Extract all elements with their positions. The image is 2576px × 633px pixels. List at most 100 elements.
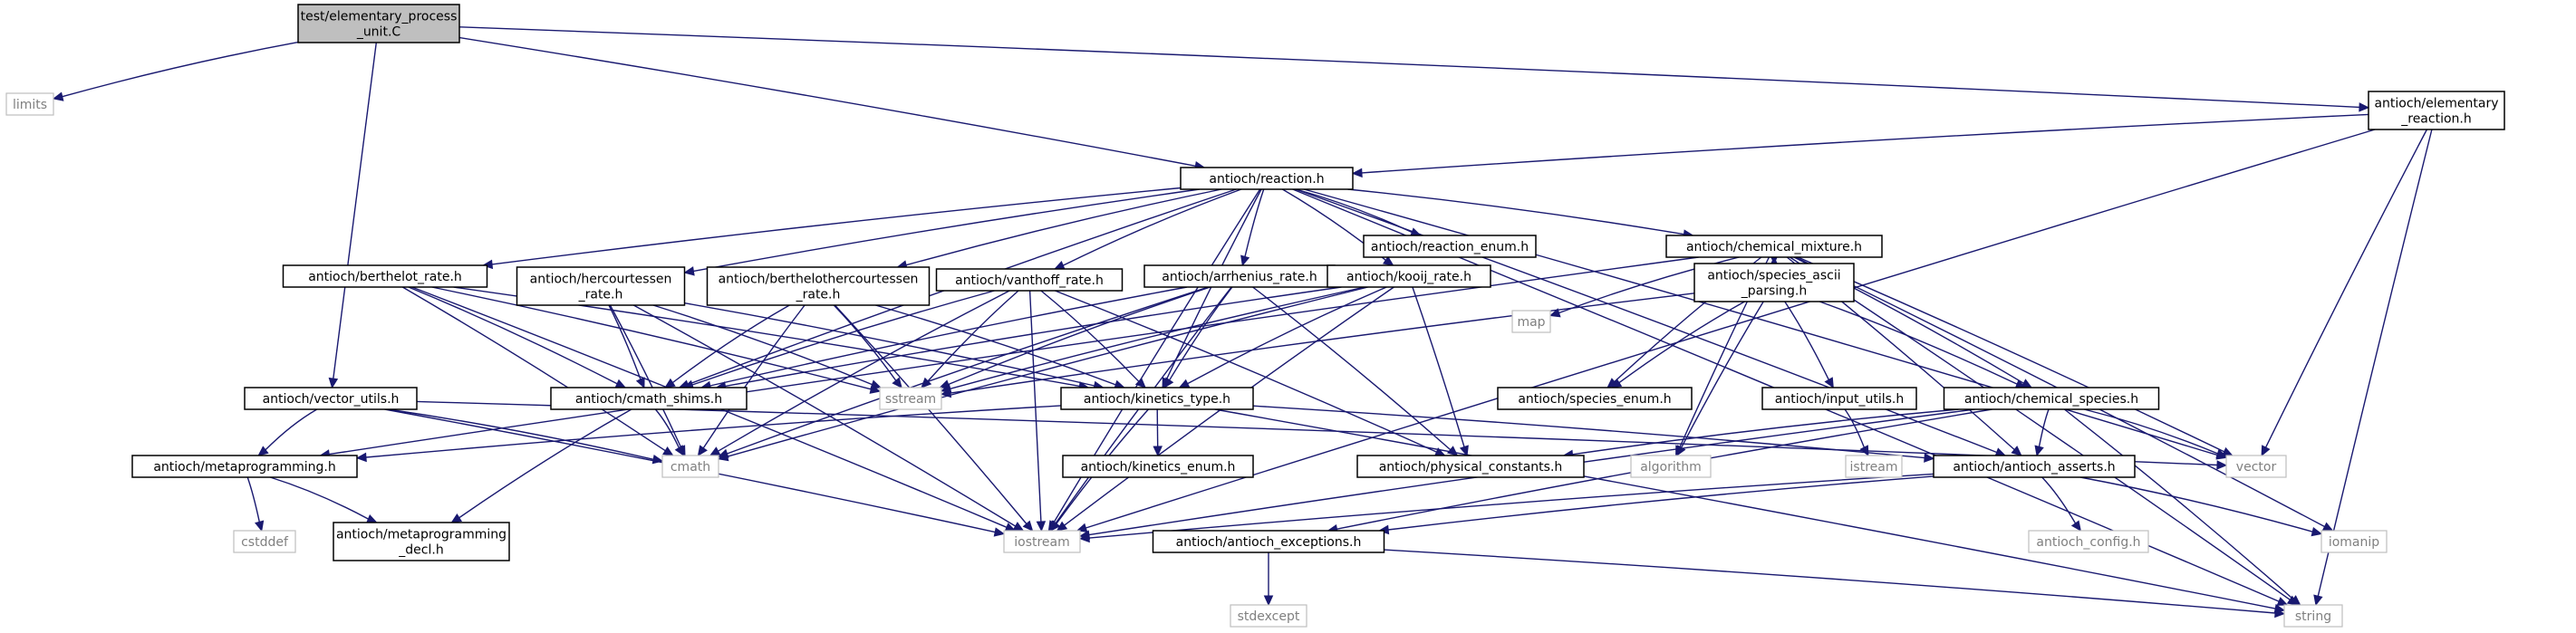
node-reaction[interactable]: antioch/reaction.h (1180, 167, 1354, 190)
edge-antioch_exceptions-to-string (1384, 549, 2276, 614)
node-species-enum[interactable]: antioch/species_enum.h (1497, 387, 1693, 410)
edge-reaction-to-berthelot_rate (492, 187, 1182, 265)
arrowhead-metaprogramming-to-cstddef (255, 520, 265, 532)
node-istream: istream (1845, 455, 1903, 478)
node-box (244, 387, 418, 410)
node-kinetics-type[interactable]: antioch/kinetics_type.h (1060, 387, 1254, 410)
edge-kooij_rate-to-cmath (727, 286, 1368, 457)
node-label: iomanip (2329, 535, 2379, 550)
arrowhead-chemical_mixture-to-iomanip (2321, 522, 2334, 532)
node-chemical-mixture[interactable]: antioch/chemical_mixture.h (1665, 235, 1883, 258)
node-hercourtessen-rate[interactable]: antioch/hercourtessen_rate.h (516, 266, 686, 306)
node-label: antioch/cmath_shims.h (575, 392, 722, 407)
edge-species_ascii_parsing-to-input_utils (1784, 301, 1829, 380)
node-label: _unit.C (356, 25, 401, 40)
node-box (5, 92, 54, 116)
arrowhead-kooij_rate-to-cmath (717, 452, 729, 462)
edge-elementary_reaction-to-reaction (1361, 113, 2369, 174)
edge-berthelothercourtessen_rate-to-iostream (834, 304, 1028, 524)
arrowhead-root-to-elementary_reaction (2359, 102, 2370, 112)
node-cmath-shims[interactable]: antioch/cmath_shims.h (550, 387, 748, 410)
node-berthelot-rate[interactable]: antioch/berthelot_rate.h (282, 264, 488, 288)
node-algorithm: algorithm (1630, 455, 1712, 478)
node-kinetics-enum[interactable]: antioch/kinetics_enum.h (1062, 455, 1254, 478)
edge-root-to-reaction (458, 36, 1196, 167)
edge-arrhenius_rate-to-sstream (948, 286, 1211, 386)
node-label: antioch/kooij_rate.h (1346, 270, 1471, 284)
arrowhead-elementary_reaction-to-iostream (1076, 523, 1088, 532)
arrowhead-berthelothercourtessen_rate-to-iostream (1022, 520, 1034, 532)
arrowhead-vector_utils-to-vector (2216, 460, 2228, 470)
arrowhead-berthelothercourtessen_rate-to-cmath_shims (664, 378, 676, 388)
arrowhead-reaction-to-hercourtessen_rate (683, 266, 695, 276)
arrowhead-input_utils-to-istream (1859, 445, 1869, 457)
arrowhead-vanthoff_rate-to-iostream (1036, 521, 1047, 532)
arrowhead-vanthoff_rate-to-kinetics_type (1134, 377, 1146, 388)
arrowhead-antioch_asserts-to-antioch_config (2070, 520, 2082, 532)
edge-chemical_species-to-string (2063, 408, 2294, 600)
arrowhead-chemical_mixture-to-antioch_asserts (2011, 446, 2022, 456)
node-box (1062, 455, 1254, 478)
node-label: antioch/physical_constants.h (1379, 460, 1563, 475)
node-string: string (2283, 604, 2343, 628)
edge-reaction-to-arrhenius_rate (1244, 188, 1265, 257)
node-arrhenius-rate[interactable]: antioch/arrhenius_rate.h (1143, 264, 1336, 288)
node-sstream: sstream (879, 387, 942, 410)
node-label: antioch/arrhenius_rate.h (1162, 270, 1317, 284)
node-box (879, 387, 942, 410)
edge-chemical_mixture-to-vector (1798, 256, 2224, 453)
node-box (282, 264, 488, 288)
edge-berthelot_rate-to-sstream (431, 286, 872, 390)
node-box (661, 455, 719, 478)
edge-vanthoff_rate-to-sstream (927, 290, 1019, 382)
node-label: _rate.h (796, 288, 841, 302)
node-metaprogramming[interactable]: antioch/metaprogramming.h (131, 455, 358, 478)
node-box (2028, 530, 2149, 553)
edge-hercourtessen_rate-to-cmath_shims (608, 304, 642, 380)
node-box (1327, 264, 1491, 288)
node-label: stdexcept (1238, 609, 1300, 624)
arrowhead-kinetics_type-to-antioch_asserts (1924, 453, 1935, 463)
node-berthelothercourtessen-rate[interactable]: antioch/berthelothercourtessen_rate.h (706, 266, 931, 306)
node-label: antioch/species_ascii (1707, 269, 1840, 283)
node-label: antioch/vector_utils.h (263, 392, 400, 407)
node-vector-utils[interactable]: antioch/vector_utils.h (244, 387, 418, 410)
node-kooij-rate[interactable]: antioch/kooij_rate.h (1327, 264, 1491, 288)
arrowhead-vector_utils-to-iostream (993, 527, 1006, 537)
node-metaprogramming-decl[interactable]: antioch/metaprogramming_decl.h (333, 522, 510, 561)
node-box (1180, 167, 1354, 190)
edge-reaction-to-chemical_mixture (1347, 188, 1684, 235)
edge-vanthoff_rate-to-physical_constants (1055, 290, 1437, 453)
edge-species_ascii_parsing-to-algorithm (1680, 301, 1764, 448)
node-box (1665, 235, 1883, 258)
arrowhead-reaction-to-berthelot_rate (481, 259, 494, 270)
edge-reaction-to-hercourtessen_rate (693, 188, 1200, 273)
node-input-utils[interactable]: antioch/input_utils.h (1761, 387, 1917, 410)
arrowhead-reaction-to-string (2276, 597, 2289, 606)
node-root[interactable]: test/elementary_process_unit.C (297, 4, 460, 43)
node-label: iostream (1014, 535, 1070, 550)
node-elementary-reaction[interactable]: antioch/elementary_reaction.h (2368, 91, 2505, 130)
node-box (1356, 455, 1585, 478)
node-label: antioch/vanthoff_rate.h (955, 273, 1104, 288)
edge-reaction-to-vanthoff_rate (1062, 188, 1242, 266)
arrowhead-species_ascii_parsing-to-algorithm (1676, 445, 1686, 457)
edge-reaction-to-berthelothercourtessen_rate (905, 188, 1222, 266)
node-chemical-species[interactable]: antioch/chemical_species.h (1943, 387, 2160, 410)
node-vanthoff-rate[interactable]: antioch/vanthoff_rate.h (935, 268, 1124, 292)
arrowhead-arrhenius_rate-to-kinetics_type (1163, 377, 1174, 389)
edge-hercourtessen_rate-to-iostream (632, 304, 1016, 527)
node-label: map (1517, 315, 1545, 330)
node-reaction-enum[interactable]: antioch/reaction_enum.h (1363, 235, 1537, 258)
node-species-ascii-parsing[interactable]: antioch/species_ascii_parsing.h (1693, 263, 1855, 302)
edge-berthelot_rate-to-cmath (401, 286, 666, 452)
arrowhead-chemical_species-to-vector (2215, 448, 2228, 458)
edge-antioch_asserts-to-iostream (1088, 473, 1934, 539)
node-physical-constants[interactable]: antioch/physical_constants.h (1356, 455, 1585, 478)
node-antioch-asserts[interactable]: antioch/antioch_asserts.h (1933, 455, 2136, 478)
node-box (2283, 604, 2343, 628)
edge-vector_utils-to-cmath (388, 408, 654, 460)
node-antioch-exceptions[interactable]: antioch/antioch_exceptions.h (1152, 530, 1385, 553)
node-label: cmath (671, 460, 710, 475)
edge-hercourtessen_rate-to-kinetics_type (684, 302, 1095, 387)
